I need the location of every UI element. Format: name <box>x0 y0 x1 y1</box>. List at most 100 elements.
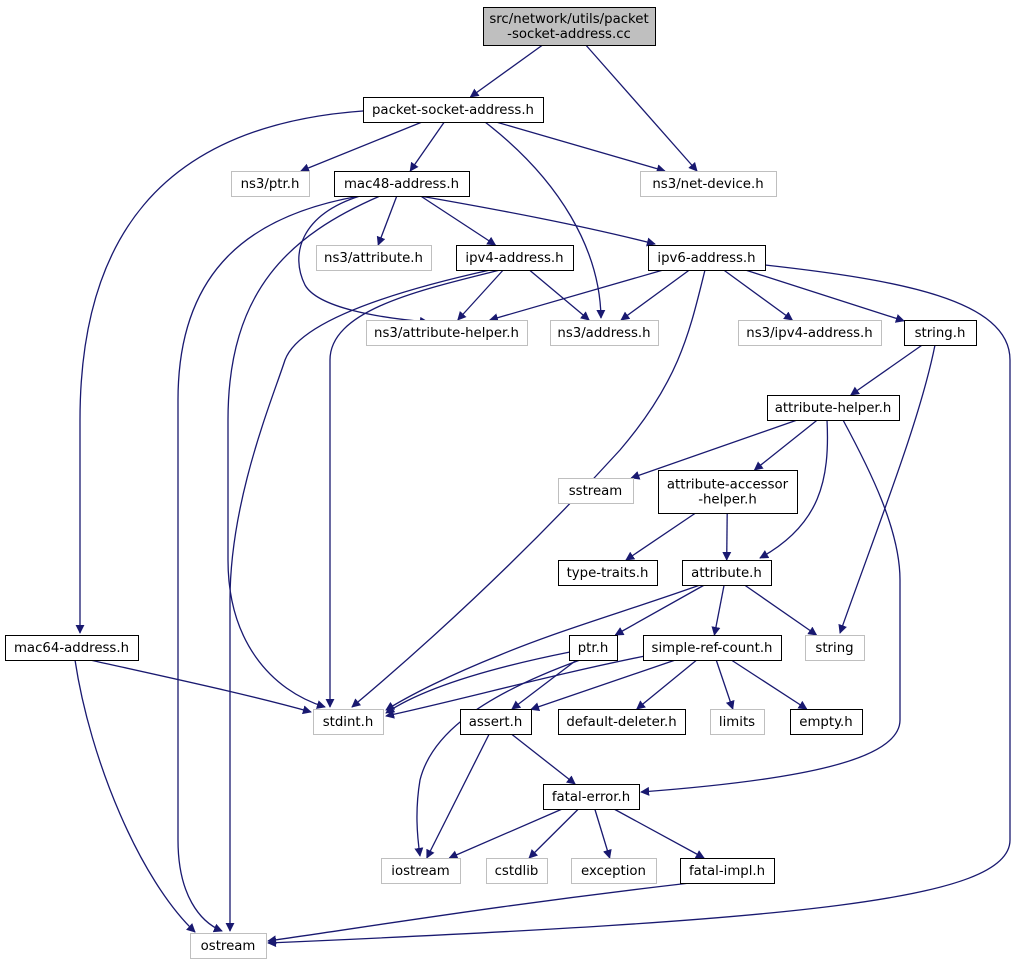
node-empty[interactable]: empty.h <box>790 709 863 735</box>
edge-mac48-to-ns3attrhelper <box>298 195 429 326</box>
node-box[interactable] <box>558 478 634 504</box>
edge-simplerc-to-stdint <box>385 654 651 719</box>
node-box[interactable] <box>680 858 775 884</box>
node-label: ostream <box>201 939 256 954</box>
node-box[interactable] <box>5 635 139 661</box>
node-label: ns3/net-device.h <box>652 177 763 192</box>
edge-attribute-to-stdint <box>385 584 701 711</box>
edges-layer <box>74 44 1011 948</box>
edge-attrhelper-to-sstream <box>630 419 798 480</box>
node-box[interactable] <box>363 97 544 123</box>
edge-simplerc-to-limits <box>715 659 735 710</box>
node-ns3address[interactable]: ns3/address.h <box>550 320 659 346</box>
node-attribute[interactable]: attribute.h <box>682 560 772 586</box>
edge-attrhelper-to-accessor <box>753 419 818 471</box>
node-ipv6[interactable]: ipv6-address.h <box>648 245 766 271</box>
node-box[interactable] <box>366 320 528 346</box>
node-attrhelper[interactable]: attribute-helper.h <box>767 395 900 421</box>
node-box[interactable] <box>571 858 657 884</box>
node-box[interactable] <box>738 320 882 346</box>
edge-mac64-to-ostream <box>74 659 196 933</box>
node-psa[interactable]: packet-socket-address.h <box>363 97 544 123</box>
edge-fatalimpl-to-ostream <box>267 882 691 945</box>
node-typetraits[interactable]: type-traits.h <box>558 560 658 586</box>
edge-assert-to-iostream <box>426 733 490 859</box>
node-simplerc[interactable]: simple-ref-count.h <box>643 635 782 661</box>
edge-ipv6-to-stdint <box>351 269 706 708</box>
node-label: ns3/attribute.h <box>324 251 423 266</box>
node-stdint[interactable]: stdint.h <box>313 709 384 735</box>
node-box[interactable] <box>550 320 659 346</box>
node-ipv4[interactable]: ipv4-address.h <box>456 245 574 271</box>
node-box[interactable] <box>483 7 656 46</box>
node-box[interactable] <box>805 635 865 661</box>
edge-mac48-to-ipv6 <box>419 195 656 247</box>
node-box[interactable] <box>904 320 977 346</box>
node-box[interactable] <box>767 395 900 421</box>
node-box[interactable] <box>313 709 384 735</box>
node-exception[interactable]: exception <box>571 858 657 884</box>
node-fatalimpl[interactable]: fatal-impl.h <box>680 858 775 884</box>
node-ns3attrhelper[interactable]: ns3/attribute-helper.h <box>366 320 528 346</box>
node-ostream[interactable]: ostream <box>190 933 267 959</box>
node-box[interactable] <box>569 635 618 661</box>
node-limits[interactable]: limits <box>710 709 765 735</box>
node-box[interactable] <box>648 245 766 271</box>
node-label: ns3/address.h <box>557 326 650 341</box>
node-box[interactable] <box>190 933 267 959</box>
node-cc[interactable]: src/network/utils/packet-socket-address.… <box>483 7 656 46</box>
node-box[interactable] <box>658 470 798 514</box>
node-label: ns3/ipv4-address.h <box>746 326 872 341</box>
node-accessor[interactable]: attribute-accessor-helper.h <box>658 470 798 514</box>
edge-psa-to-netdev <box>495 121 666 174</box>
node-box[interactable] <box>460 709 532 735</box>
node-box[interactable] <box>643 635 782 661</box>
node-ptr[interactable]: ptr.h <box>569 635 618 661</box>
node-defdeleter[interactable]: default-deleter.h <box>558 709 686 735</box>
node-box[interactable] <box>640 171 777 197</box>
node-box[interactable] <box>558 560 658 586</box>
node-label: assert.h <box>469 715 523 730</box>
node-netdev[interactable]: ns3/net-device.h <box>640 171 777 197</box>
node-sstream[interactable]: sstream <box>558 478 634 504</box>
node-fatalerror[interactable]: fatal-error.h <box>543 784 640 810</box>
edge-attribute-to-simplerc <box>711 584 725 636</box>
node-box[interactable] <box>456 245 574 271</box>
node-box[interactable] <box>231 171 310 197</box>
node-box[interactable] <box>486 858 548 884</box>
node-label: attribute.h <box>691 566 762 581</box>
node-box[interactable] <box>710 709 765 735</box>
edge-ptr-to-iostream <box>414 659 581 857</box>
node-box[interactable] <box>543 784 640 810</box>
node-string[interactable]: string <box>805 635 865 661</box>
node-box[interactable] <box>381 858 461 884</box>
edge-simplerc-to-empty <box>730 659 808 710</box>
edge-ipv4-to-ns3attrhelper <box>457 269 504 321</box>
node-box[interactable] <box>558 709 686 735</box>
node-mac64[interactable]: mac64-address.h <box>5 635 139 661</box>
node-assert[interactable]: assert.h <box>460 709 532 735</box>
edge-mac48-to-ipv4 <box>420 195 497 246</box>
node-label: string <box>815 641 853 656</box>
node-cstdlib[interactable]: cstdlib <box>486 858 548 884</box>
node-label: ipv6-address.h <box>657 251 755 266</box>
node-iostream[interactable]: iostream <box>381 858 461 884</box>
edge-attrhelper-to-attribute <box>759 419 829 559</box>
node-label: cstdlib <box>495 864 539 879</box>
node-ns3ipv4[interactable]: ns3/ipv4-address.h <box>738 320 882 346</box>
node-box[interactable] <box>790 709 863 735</box>
node-box[interactable] <box>682 560 772 586</box>
node-box[interactable] <box>334 171 470 197</box>
node-mac48[interactable]: mac48-address.h <box>334 171 470 197</box>
edge-psa-to-ns3address <box>484 121 606 319</box>
node-box[interactable] <box>316 245 432 271</box>
edge-mac48-to-ns3attr <box>376 195 398 246</box>
node-string_h[interactable]: string.h <box>904 320 977 346</box>
node-ns3attr[interactable]: ns3/attribute.h <box>316 245 432 271</box>
edge-ipv6-to-ns3attrhelper <box>488 269 664 323</box>
edge-string_h-to-string <box>838 344 936 634</box>
edge-accessor-to-attribute <box>722 512 732 561</box>
node-ns3ptr[interactable]: ns3/ptr.h <box>231 171 310 197</box>
node-label: mac64-address.h <box>14 641 129 656</box>
